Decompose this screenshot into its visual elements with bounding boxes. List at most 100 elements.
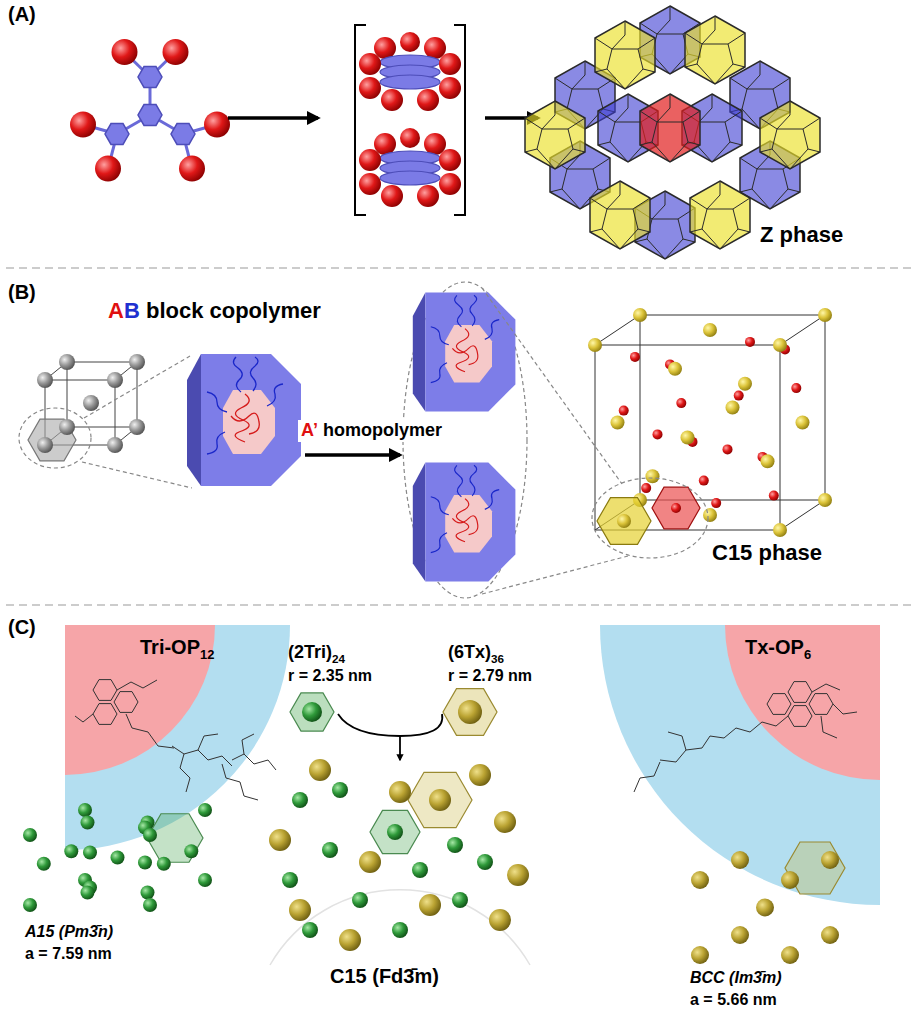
tx-op-molecule-part-part <box>668 732 686 750</box>
c15-lattice-part-part <box>711 498 721 508</box>
molecule-name-text: Tri-OP <box>140 636 200 658</box>
c15-lattice-part-part <box>668 362 682 376</box>
c15-cluster-part-part <box>507 864 529 886</box>
bcc-lattice-part-part <box>37 372 53 388</box>
c15-cluster-part-part <box>447 837 463 853</box>
c15-cluster-part <box>282 782 493 938</box>
c15-lattice-part-part <box>761 454 775 468</box>
bcc-c-lattice-part-part <box>821 851 839 869</box>
c15-cluster-part <box>408 772 472 827</box>
z-phase-cluster <box>525 6 820 259</box>
subscript-text: 12 <box>200 647 214 662</box>
tx-op-molecule-part-part <box>702 728 736 748</box>
c15-cluster-part-part <box>282 872 298 888</box>
stacked-dimers-part-part <box>359 53 381 75</box>
tx-op-molecule-part <box>725 625 880 780</box>
c15-cluster-part-part <box>269 829 291 851</box>
triazine-molecule-part-part <box>171 124 195 145</box>
stacked-dimers-part-part <box>381 89 403 111</box>
panel-letter: (A) <box>8 2 36 26</box>
bcc-lattice-part <box>82 462 192 488</box>
c15-lattice-part-part <box>595 315 640 345</box>
tri-op-molecule-part-part <box>93 680 117 701</box>
phase-label-text: C15 phase <box>712 540 822 565</box>
c15-cluster-part-part <box>387 824 403 840</box>
radius-value-text: r = 2.35 nm <box>288 667 372 684</box>
c15-cluster-part-part <box>429 789 451 811</box>
z-phase-cluster-part <box>690 181 750 249</box>
molecule-name-text: Tx-OP <box>745 636 804 658</box>
a15-lattice-part-part <box>37 857 51 871</box>
stacked-dimers-part-part <box>380 75 440 89</box>
bcc-c-lattice-part-part <box>691 946 709 964</box>
z-phase-cluster-part <box>640 94 700 162</box>
radius-value-text: r = 2.79 nm <box>448 667 532 684</box>
copolymer-label: ABblock copolymer <box>108 298 321 324</box>
tx-op-molecule-part-part <box>788 706 812 727</box>
c15-cluster-part-part <box>302 922 318 938</box>
triazine-molecule-part-part <box>204 112 230 138</box>
c15-cluster-part-part <box>332 782 348 798</box>
c15-cluster-part-part <box>419 894 441 916</box>
bcc-c-lattice-part-part <box>821 926 839 944</box>
bcc-lattice-part-part <box>67 362 137 427</box>
bcc-lattice-part-part <box>59 354 75 370</box>
stacked-dimers-part-part <box>400 32 420 52</box>
c15-lattice-part-part <box>641 483 651 493</box>
stacked-dimers <box>355 25 465 215</box>
bcc-c-lattice-part-part <box>691 871 709 889</box>
bcc-c-lattice-part <box>691 851 839 964</box>
c15-lattice-part-part <box>738 377 752 391</box>
tri-op-molecule-part <box>75 680 276 800</box>
tx-op-molecule-part-part <box>788 682 812 703</box>
a15-lattice-part-part <box>81 816 95 830</box>
c15-cluster-part-part <box>292 792 308 808</box>
c15-lattice-part-part <box>676 398 686 408</box>
swollen-micelle-pair-part <box>482 288 622 484</box>
bcc-c-lattice-part-part <box>781 871 799 889</box>
c15-cluster-part <box>370 810 420 853</box>
c15-lattice-part-part <box>796 416 810 430</box>
a15-lattice-part-part <box>78 803 92 817</box>
c15-cluster-part-part <box>477 854 493 870</box>
bcc-lattice-part-part <box>129 419 145 435</box>
building-blocks-part <box>399 736 401 760</box>
process-arrow <box>305 455 400 456</box>
triazine-molecule-part-part <box>70 112 96 138</box>
triazine-molecule-part-part <box>112 39 138 65</box>
a15-lattice-part-part <box>81 886 95 900</box>
a15-lattice-part-part <box>23 828 37 842</box>
c15-lattice-part <box>671 503 681 513</box>
tri-op-molecule-part-part <box>242 734 254 754</box>
c15-lattice-part-part <box>611 416 625 430</box>
tri-op-molecule-part-part <box>114 692 138 713</box>
tx-op-molecule-part-part <box>736 716 788 732</box>
stacked-dimers-part <box>380 151 440 185</box>
c15-cluster-part-part <box>389 781 411 803</box>
tx-op-molecule-part <box>600 625 880 905</box>
a15-lattice-part-part <box>141 886 155 900</box>
bcc-c-lattice-part-part <box>756 899 774 917</box>
bcc-lattice <box>19 354 192 488</box>
lattice-parameter: a = 5.66 nm <box>690 990 777 1009</box>
c15-cluster-part-part <box>392 922 408 938</box>
subscript-text: 6 <box>804 647 811 662</box>
c15-cluster-part-part <box>489 909 511 931</box>
tri-op-molecule-part-part <box>198 734 218 750</box>
triazine-molecule-part <box>83 52 217 169</box>
building-blocks <box>290 689 497 760</box>
c15-cluster-part-part <box>412 862 428 878</box>
c15-cluster-part-part <box>309 759 331 781</box>
c15-lattice-part-part <box>818 308 832 322</box>
guide-arc-part <box>270 890 530 965</box>
stacked-dimers-part <box>359 149 461 207</box>
lattice-parameter: a = 7.59 nm <box>25 944 112 963</box>
c15-lattice-part-part <box>633 308 647 322</box>
process-arrow-part <box>228 116 318 120</box>
tri-op-molecule-part-part <box>222 764 258 800</box>
c15-cluster-part-part <box>339 929 361 951</box>
micelle-polyhedron-part <box>187 354 301 486</box>
c15-lattice-part-part <box>791 383 801 393</box>
aggregate-name-text: (2Tri) <box>288 642 332 662</box>
c15-cluster-part-part <box>352 892 368 908</box>
